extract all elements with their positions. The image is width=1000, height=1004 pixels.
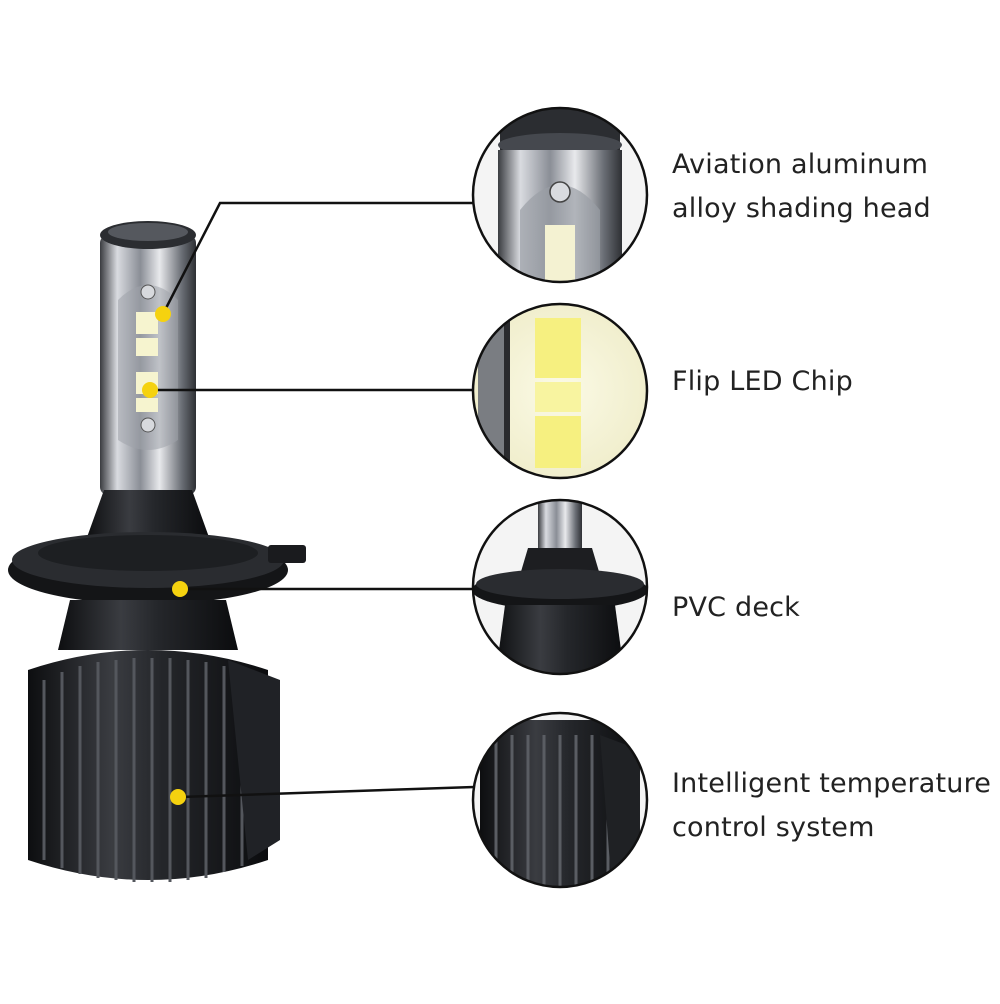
callout-line: Aviation aluminum <box>672 149 929 180</box>
detail-circle-temperature-control <box>471 711 649 889</box>
callout-label-pvc-deck: PVC deck <box>672 586 800 630</box>
bulb-base <box>8 490 306 882</box>
callout-line: Flip LED Chip <box>672 366 853 397</box>
marker-dot-2 <box>142 382 158 398</box>
callout-line: control system <box>672 812 875 843</box>
callout-label-led-chip: Flip LED Chip <box>672 360 853 404</box>
marker-dot-1 <box>155 306 171 322</box>
leader-line-4 <box>179 785 475 799</box>
bulb-chrome-tube <box>100 221 196 495</box>
callout-line: alloy shading head <box>672 193 931 224</box>
leader-line-1 <box>161 201 474 315</box>
marker-dot-4 <box>170 789 186 805</box>
callout-line: Intelligent temperature <box>672 768 992 799</box>
callout-label-temperature-control: Intelligent temperature control system <box>672 762 991 850</box>
detail-circle-shading-head <box>471 106 649 284</box>
callout-label-shading-head: Aviation aluminum alloy shading head <box>672 143 931 231</box>
leader-lines <box>150 201 475 799</box>
detail-circle-pvc-deck <box>471 498 649 676</box>
marker-dots <box>142 306 188 805</box>
callout-line: PVC deck <box>672 592 801 623</box>
detail-circle-led-chip <box>471 302 649 480</box>
marker-dot-3 <box>172 581 188 597</box>
